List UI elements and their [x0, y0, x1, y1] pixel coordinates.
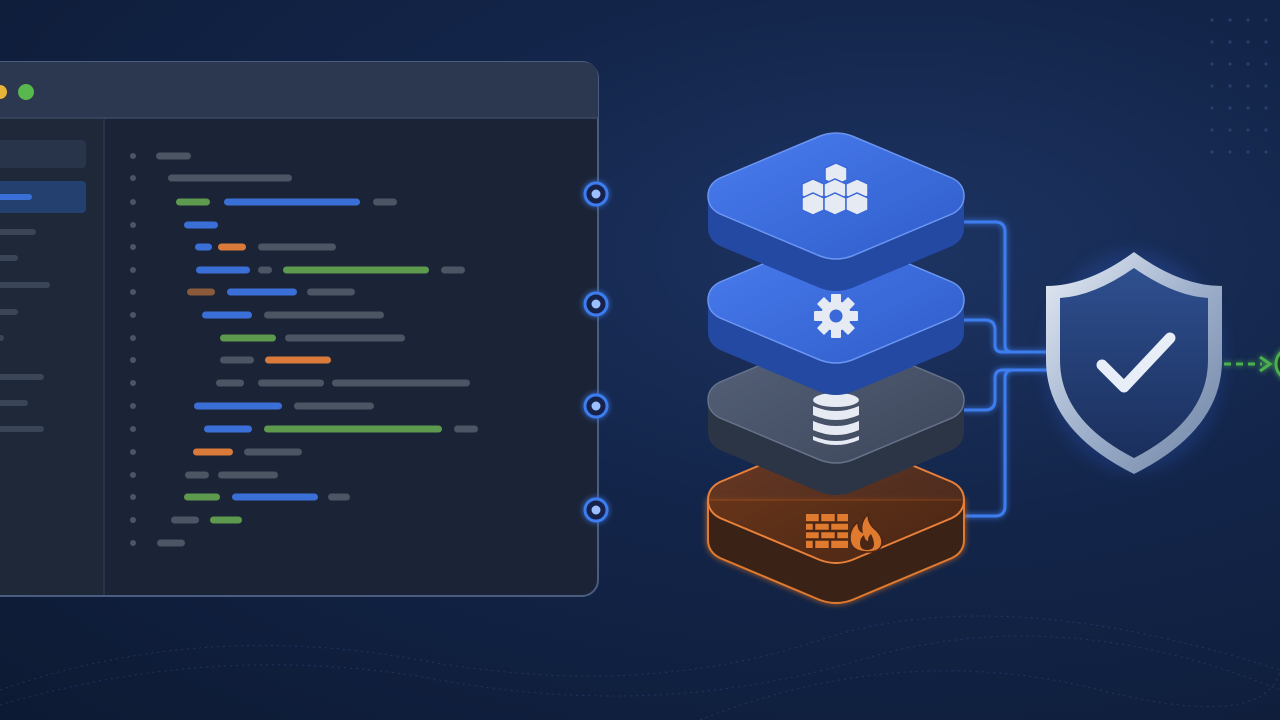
connector-modules	[583, 181, 708, 207]
shield-check-icon	[1044, 252, 1224, 474]
database-icon	[813, 393, 859, 445]
window-minimize-icon[interactable]	[0, 85, 7, 99]
output-connectors	[962, 220, 1050, 518]
code-lines	[130, 152, 478, 547]
background-dot-grid	[1210, 18, 1268, 154]
sidebar-file-list	[0, 140, 86, 432]
gear-icon	[814, 294, 858, 338]
connector-config	[583, 291, 708, 317]
background-waves	[0, 615, 1280, 720]
connector-firewall	[583, 497, 708, 523]
input-connectors	[583, 181, 708, 523]
layer-config	[707, 236, 965, 395]
firewall-icon	[806, 512, 883, 553]
window-maximize-icon[interactable]	[18, 84, 34, 100]
connector-storage	[583, 393, 708, 419]
output-arrow	[1224, 351, 1280, 377]
layer-modules	[707, 132, 965, 291]
code-editor-window	[0, 61, 599, 597]
cubes-icon	[801, 162, 869, 216]
